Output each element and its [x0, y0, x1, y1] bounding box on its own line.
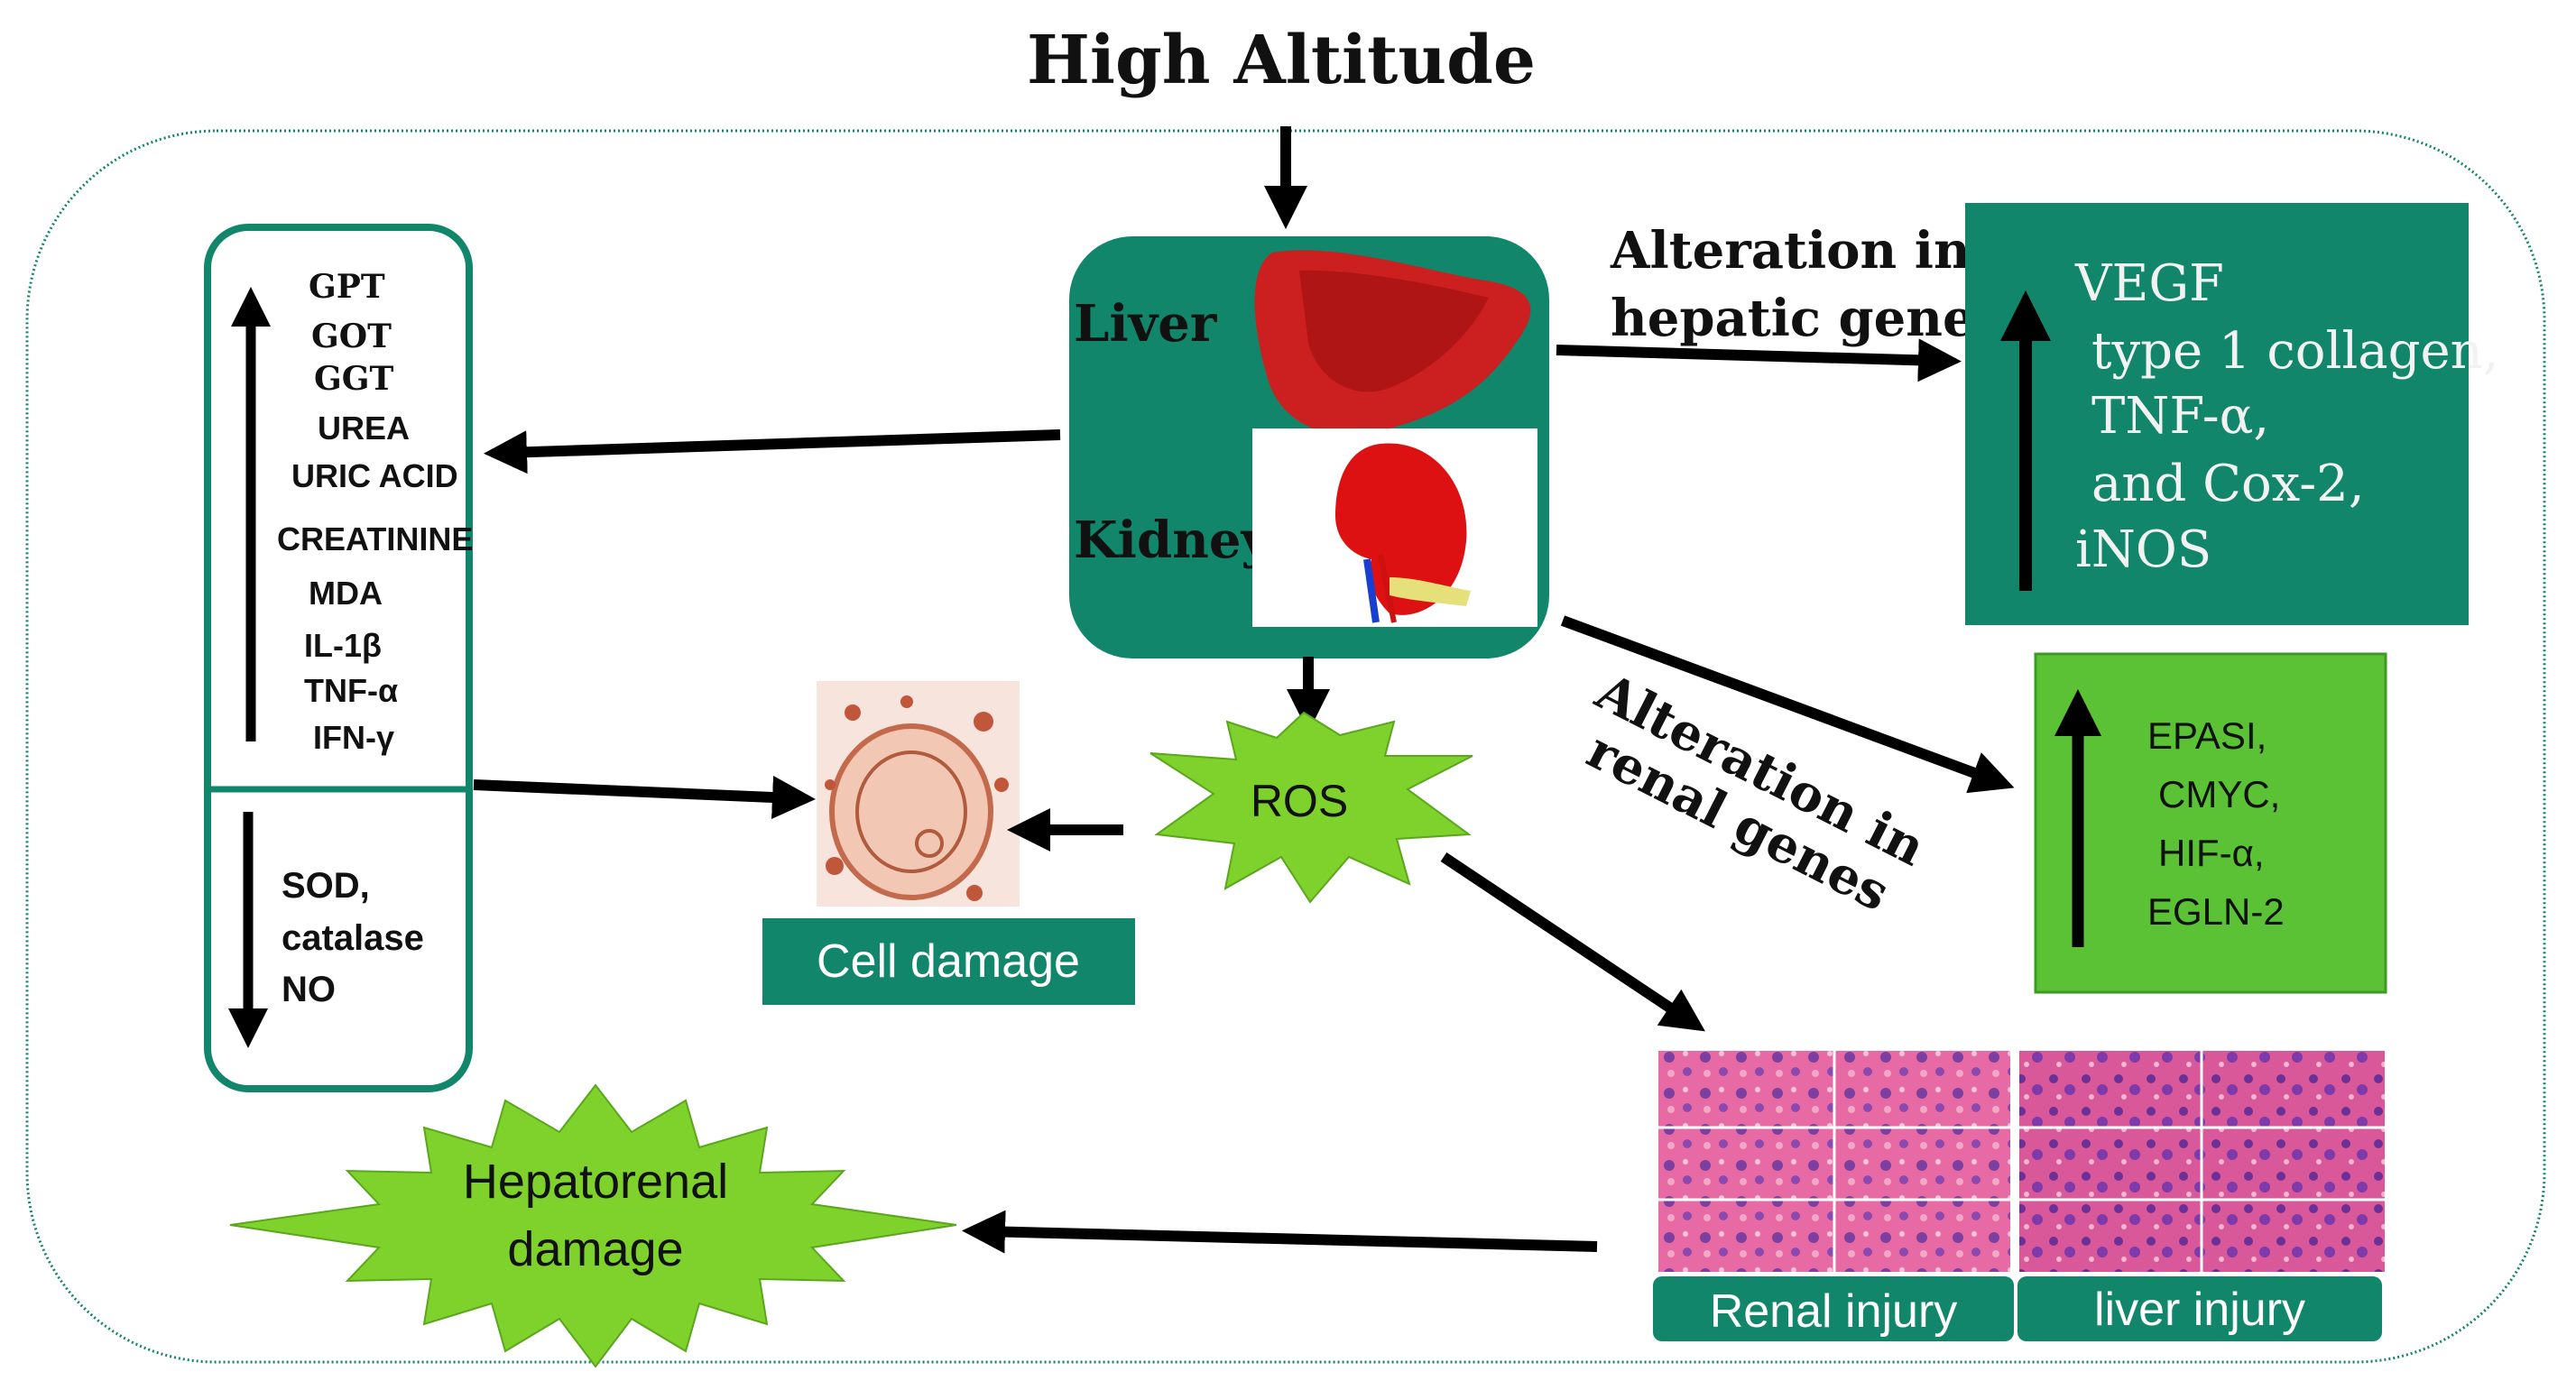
marker-no: NO	[282, 970, 336, 1009]
renal-gene-2: CMYC,	[2158, 773, 2280, 815]
marker-ifng: IFN-γ	[313, 719, 394, 756]
hepatic-gene-3: TNF-α,	[2091, 387, 2269, 446]
liver-image	[1254, 250, 1531, 436]
markers-box	[204, 224, 473, 1092]
marker-catalase: catalase	[282, 918, 424, 958]
ros-label: ROS	[1251, 776, 1348, 826]
marker-uric-acid: URIC ACID	[291, 457, 458, 494]
hepatorenal-starburst	[229, 1083, 957, 1368]
marker-gpt: GPT	[309, 268, 385, 306]
arrow-organs-to-markers	[484, 429, 1061, 474]
hepatic-alteration-line2: hepatic genes	[1611, 289, 2003, 348]
cell-damage-label: Cell damage	[817, 935, 1080, 988]
arrow-injury-to-hepatorenal	[962, 1210, 1598, 1254]
marker-ggt: GGT	[314, 360, 393, 398]
renal-injury-label-box	[1653, 1276, 2014, 1341]
liver-injury-label-box	[2017, 1276, 2382, 1341]
hepatorenal-label-line2: damage	[507, 1222, 683, 1276]
marker-creatinine: CREATININE	[277, 520, 473, 557]
diagram-title: High Altitude	[1027, 22, 1536, 99]
arrow-to-renal-genes	[1560, 615, 2015, 794]
hepatic-gene-4: and Cox-2,	[2091, 455, 2365, 513]
renal-gene-4: EGLN-2	[2147, 890, 2285, 933]
hepatic-alteration-line1: Alteration in	[1610, 221, 1971, 281]
hepatic-gene-2: type 1 collagen,	[2091, 322, 2499, 381]
marker-mda: MDA	[309, 575, 383, 612]
arrow-markers-to-cell	[473, 776, 816, 819]
hepatic-genes-box	[1965, 203, 2469, 625]
arrow-to-hepatic-genes	[1556, 338, 1962, 382]
hepatic-gene-5: iNOS	[2075, 520, 2211, 579]
marker-il1b: IL-1β	[304, 627, 382, 664]
cell-damage-label-box	[762, 918, 1135, 1005]
renal-gene-1: EPASI,	[2147, 714, 2267, 757]
marker-got: GOT	[311, 318, 392, 355]
ros-starburst	[1150, 711, 1473, 904]
renal-gene-3: HIF-α,	[2158, 832, 2265, 874]
renal-injury-label: Renal injury	[1710, 1285, 1958, 1338]
liver-label: Liver	[1074, 294, 1218, 354]
renal-histology-image	[1658, 1051, 2010, 1272]
cell-image	[817, 681, 1020, 907]
renal-genes-box	[2034, 652, 2387, 994]
arrow-ros-to-injury	[1440, 852, 1705, 1032]
hepatorenal-label-line1: Hepatorenal	[463, 1155, 728, 1209]
liver-injury-label: liver injury	[2094, 1284, 2305, 1336]
hepatic-gene-1: VEGF	[2074, 254, 2224, 313]
kidney-image	[1252, 428, 1537, 627]
kidney-label: Kidney	[1074, 511, 1271, 570]
marker-urea: UREA	[318, 410, 410, 447]
liver-histology-image	[2019, 1051, 2385, 1272]
marker-tnfa: TNF-α	[304, 672, 398, 709]
marker-sod: SOD,	[282, 866, 370, 906]
